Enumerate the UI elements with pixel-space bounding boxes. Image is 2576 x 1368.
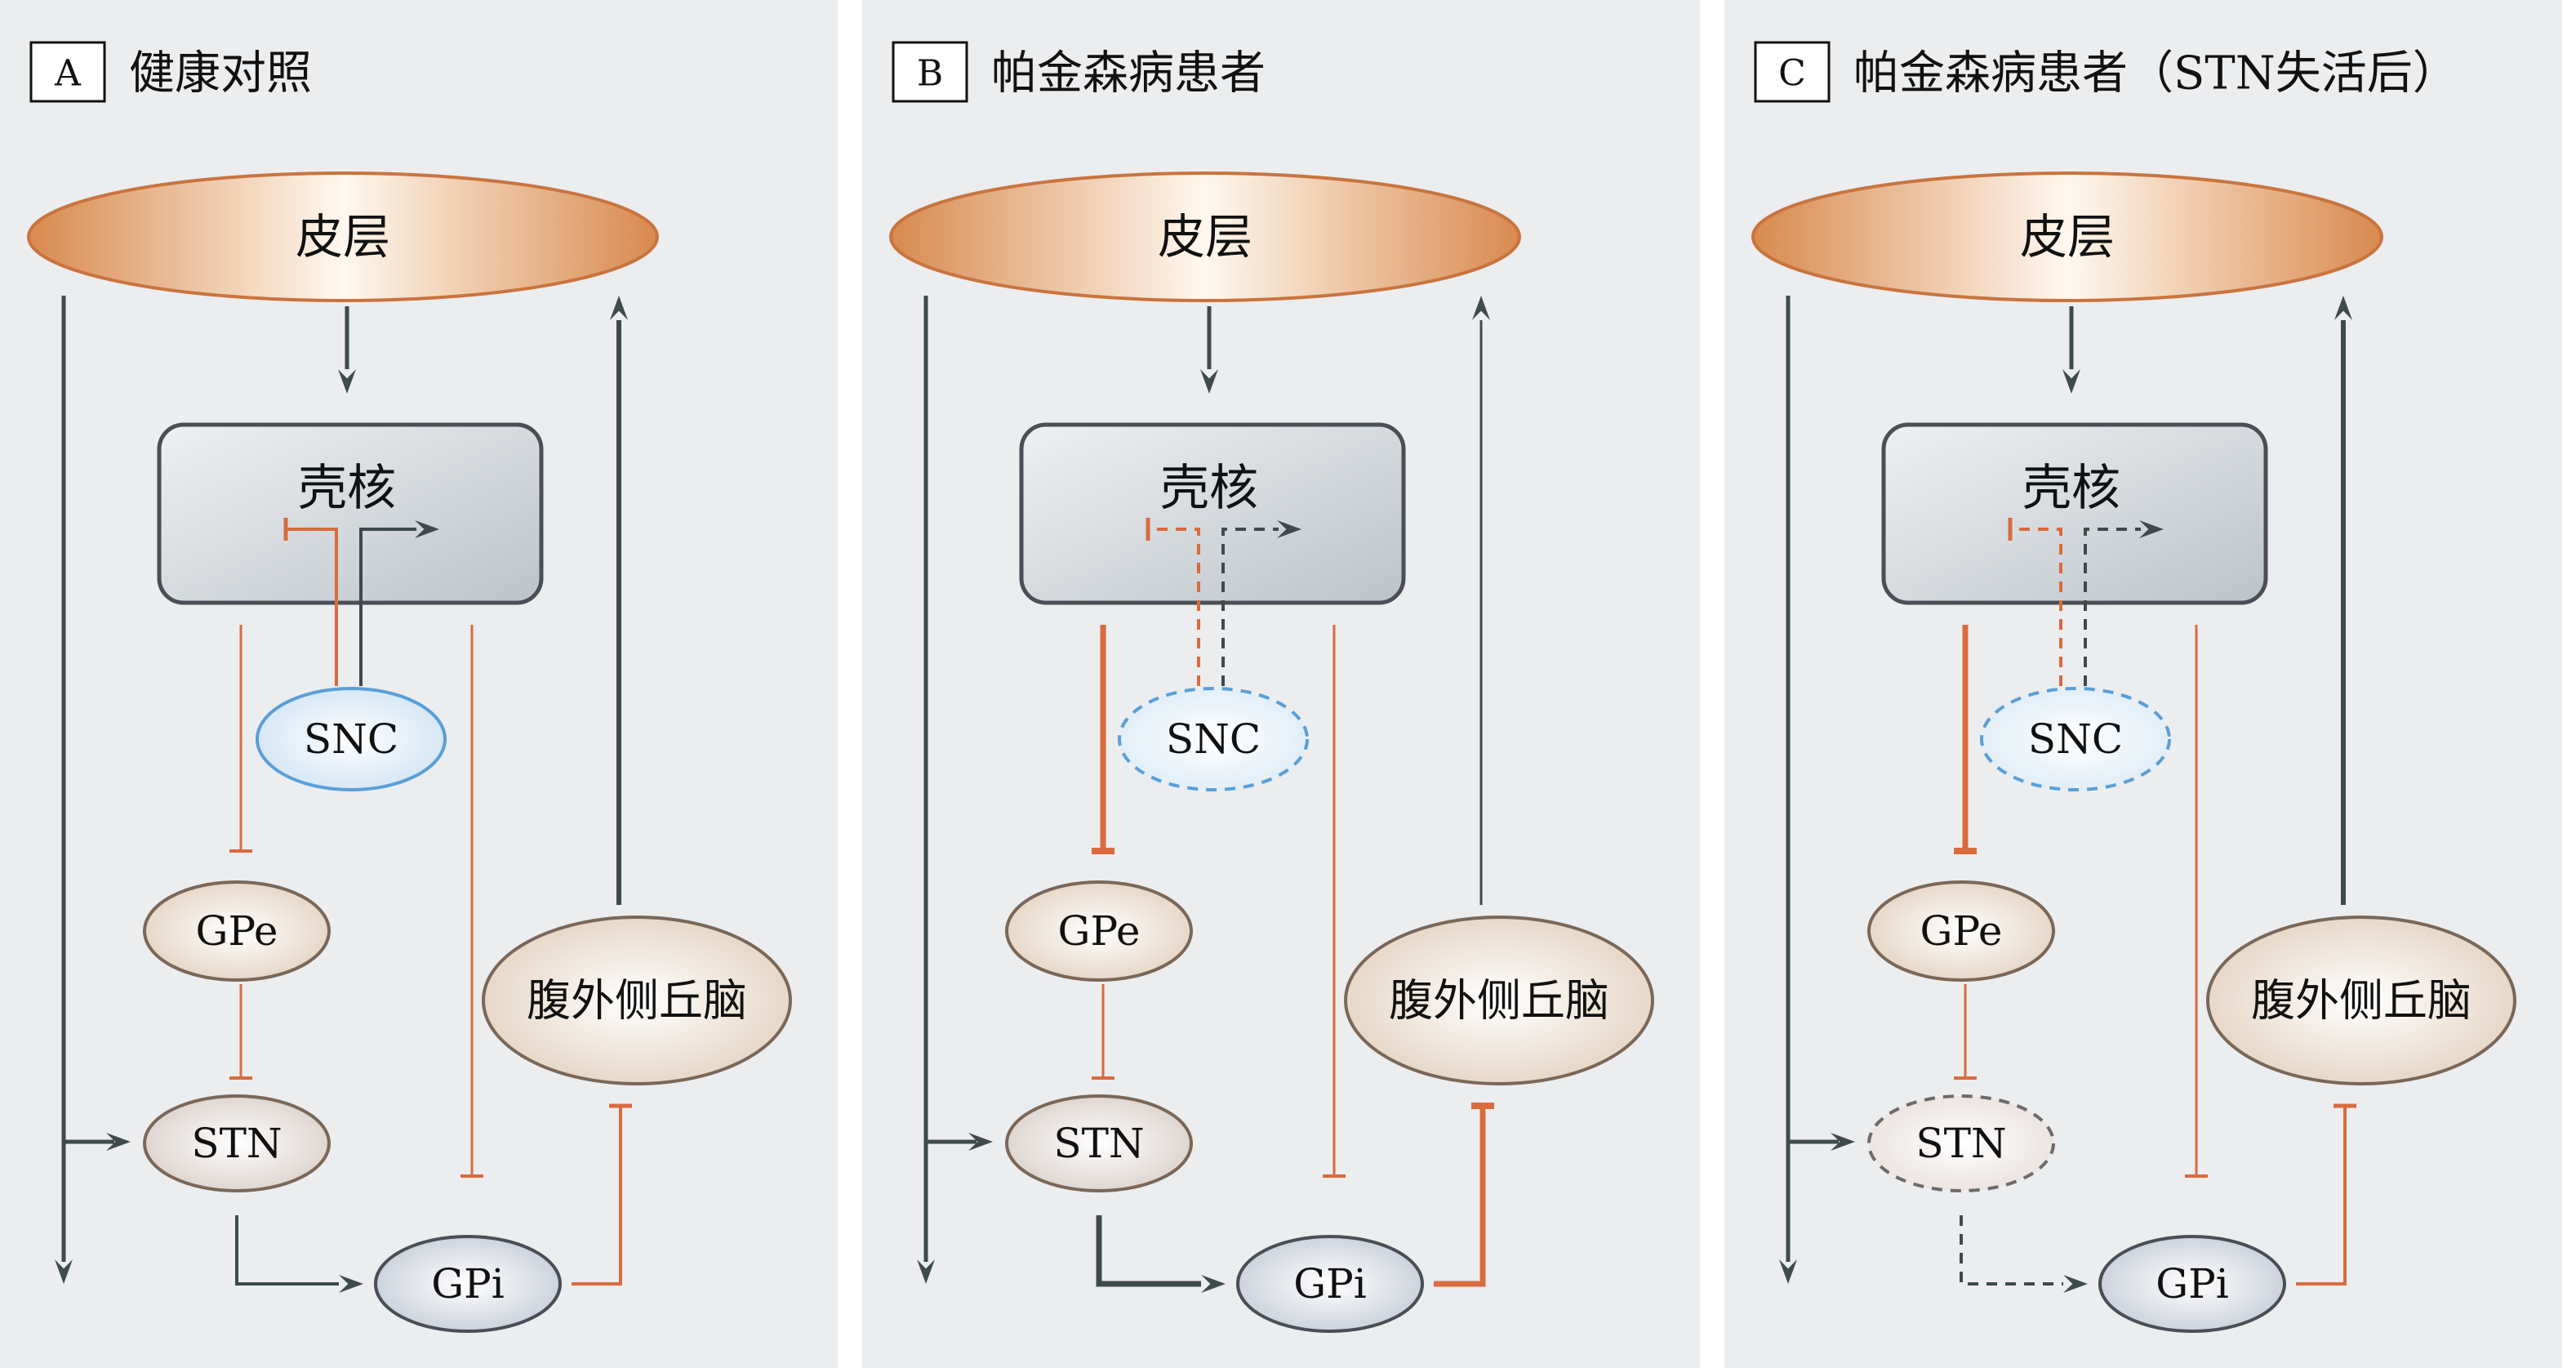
down-arrow-head — [1779, 1259, 1797, 1284]
stn-label: STN — [191, 1120, 282, 1167]
snc-label: SNC — [2028, 715, 2123, 763]
snc-node — [1980, 687, 2171, 791]
panel-letter-box — [1754, 41, 1831, 103]
stn-node — [1005, 1094, 1193, 1192]
gpi-label: GPi — [1293, 1260, 1367, 1308]
gpi-label: GPi — [2156, 1260, 2229, 1308]
gpe-label: GPe — [1058, 907, 1141, 955]
down-arrow-head — [338, 369, 356, 394]
gpi-node — [2098, 1235, 2286, 1333]
panel-title: 健康对照 — [129, 47, 312, 100]
up-arrow-head — [2334, 296, 2352, 320]
stn-gpi-path — [235, 1215, 339, 1286]
snc-node — [1118, 687, 1309, 791]
down-arrow-head — [55, 1259, 73, 1284]
cortex-label: 皮层 — [296, 209, 390, 265]
right-arrow-head — [2063, 1275, 2088, 1293]
gpi-node — [374, 1235, 562, 1333]
cortex-label: 皮层 — [1158, 209, 1252, 265]
snc-d2-path — [1148, 528, 1200, 686]
snc-node — [256, 687, 447, 791]
up-arrow-head — [1472, 296, 1490, 320]
down-arrow-head — [917, 1259, 935, 1284]
panel-title: 帕金森病患者 — [991, 47, 1266, 100]
putamen-node — [1019, 422, 1406, 605]
thalamus-label: 腹外侧丘脑 — [2251, 975, 2471, 1027]
panel-letter: B — [917, 53, 943, 95]
putamen-label: 壳核 — [2022, 460, 2120, 517]
snc-d1-path — [1221, 528, 1279, 686]
panel-letter-box — [892, 41, 968, 103]
right-arrow-head — [415, 520, 439, 538]
putamen-node — [157, 422, 544, 605]
panel-letter-box — [29, 41, 106, 103]
right-arrow-head — [1277, 520, 1301, 538]
panel-title: 帕金森病患者（STN失活后） — [1853, 47, 2458, 100]
cortex-node — [1751, 172, 2383, 302]
right-arrow-head — [2139, 520, 2164, 538]
right-arrow-head — [968, 1133, 993, 1151]
putamen-label: 壳核 — [1160, 460, 1258, 517]
thalamus-node — [1344, 916, 1654, 1085]
stn-node — [143, 1094, 331, 1192]
snc-label: SNC — [304, 715, 398, 763]
thalamus-label: 腹外侧丘脑 — [1389, 975, 1609, 1027]
cortex-node — [27, 172, 659, 302]
snc-label: SNC — [1166, 715, 1261, 763]
down-arrow-head — [2062, 369, 2080, 394]
panel-letter: C — [1778, 53, 1806, 95]
gpe-node — [143, 880, 331, 982]
gpe-label: GPe — [1920, 907, 2003, 955]
stn-gpi-path — [1960, 1215, 2063, 1286]
stn-node — [1867, 1094, 2055, 1192]
stn-gpi-path — [1096, 1215, 1201, 1287]
snc-d2-path — [2010, 528, 2062, 686]
gpe-node — [1867, 880, 2055, 982]
stn-label: STN — [1053, 1120, 1144, 1167]
gpi-node — [1236, 1235, 1424, 1333]
gpi-label: GPi — [431, 1260, 505, 1308]
thalamus-label: 腹外侧丘脑 — [527, 975, 747, 1027]
right-arrow-head — [106, 1133, 131, 1151]
snc-d2-path — [286, 528, 338, 686]
panel-letter: A — [54, 53, 82, 95]
right-arrow-head — [1201, 1275, 1226, 1293]
putamen-label: 壳核 — [298, 460, 396, 517]
right-arrow-head — [339, 1275, 363, 1293]
gpi-thalamus-path — [572, 1107, 622, 1286]
up-arrow-head — [610, 296, 628, 320]
gpi-thalamus-path — [1434, 1107, 1486, 1287]
snc-d1-path — [359, 528, 416, 686]
right-arrow-head — [1831, 1133, 1855, 1151]
cortex-label: 皮层 — [2020, 209, 2115, 265]
gpe-label: GPe — [196, 907, 278, 955]
thalamus-node — [482, 916, 792, 1085]
snc-d1-path — [2084, 528, 2141, 686]
down-arrow-head — [1200, 369, 1218, 394]
putamen-node — [1881, 422, 2268, 605]
cortex-node — [889, 172, 1521, 302]
thalamus-node — [2206, 916, 2516, 1085]
gpi-thalamus-path — [2296, 1107, 2347, 1286]
stn-label: STN — [1915, 1120, 2006, 1167]
gpe-node — [1005, 880, 1193, 982]
